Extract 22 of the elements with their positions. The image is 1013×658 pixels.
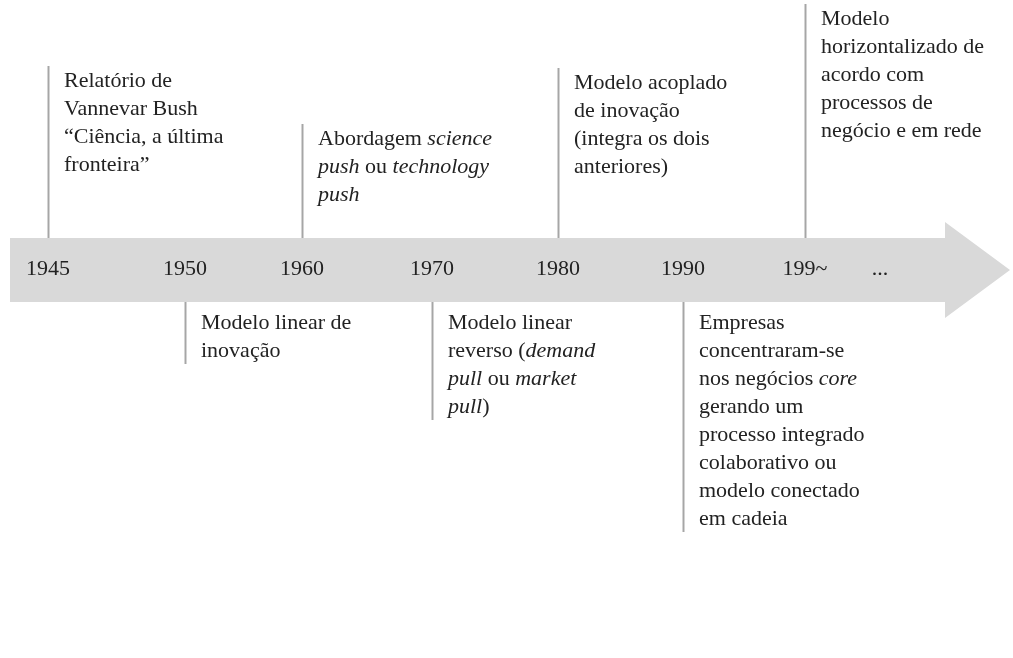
year-label: ... — [871, 254, 889, 282]
tick-line — [682, 301, 685, 533]
year-label: 1970 — [410, 254, 454, 282]
event-text: Modelo acoplado de inovação (integra os dois anteriores) — [574, 68, 729, 180]
year-label: 1990 — [661, 254, 705, 282]
event-text: Empresas concentraram-se nos negócios core gerando um processo integrado colaborativo ou modelo conectado em cadeia — [699, 308, 866, 532]
event-text: Modelo linear de inovação — [201, 308, 353, 364]
tick-line — [557, 67, 560, 239]
event-text: Modelo linear reverso (demand pull ou market pull) — [448, 308, 597, 420]
event-text: Abordagem science push ou technology push — [318, 124, 494, 208]
year-label: 1950 — [163, 254, 207, 282]
tick-line — [184, 301, 187, 365]
event-text: Modelo horizontalizado de acordo com processos de negócio e em rede — [821, 4, 986, 144]
tick-line — [431, 301, 434, 421]
year-label: 199~ — [782, 254, 828, 282]
year-label: 1960 — [280, 254, 324, 282]
tick-line — [47, 65, 50, 239]
tick-line — [301, 123, 304, 239]
tick-line — [804, 3, 807, 239]
year-label: 1980 — [536, 254, 580, 282]
year-label: 1945 — [26, 254, 70, 282]
event-text: Relatório de Vannevar Bush “Ciência, a última fronteira” — [64, 66, 225, 178]
